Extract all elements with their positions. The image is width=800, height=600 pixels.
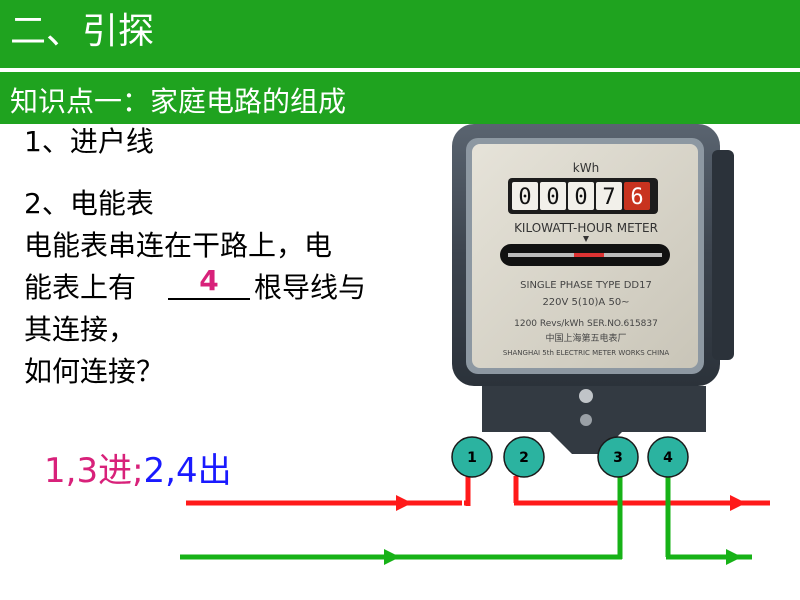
fill-blank: 4 — [168, 264, 250, 300]
text-line-3: 其连接， — [24, 313, 137, 346]
meter-spec: SINGLE PHASE TYPE DD17 — [520, 280, 652, 291]
page-title: 二、引探 — [10, 11, 155, 52]
terminal-2 — [503, 436, 545, 478]
text-line-1: 电能表串连在干路上，电 — [24, 229, 333, 262]
page-subtitle: 知识点一：家庭电路的组成 — [10, 85, 347, 118]
terminals: 1 2 3 4 — [451, 436, 689, 478]
counter-wheel — [624, 182, 650, 210]
rotor-arrow-icon — [583, 236, 589, 242]
connection-answer: 1,3进;2,4出 — [44, 450, 232, 492]
terminal-1-label: 1 — [467, 450, 477, 466]
blank-answer: 4 — [199, 264, 219, 297]
answer-in: 1,3进; — [44, 451, 144, 491]
green-wire-out-arrow-icon — [726, 549, 742, 565]
rotor-mark — [574, 253, 604, 257]
meter-revs: 1200 Revs/kWh SER.NO.615837 — [514, 319, 658, 329]
meter-rating: 220V 5(10)A 50~ — [542, 297, 629, 308]
title-band: 二、引探 — [0, 0, 800, 68]
terminal-block — [482, 386, 706, 454]
green-wire-arrow-icon — [384, 549, 400, 565]
counter-wheel — [540, 182, 566, 210]
meter-name: KILOWATT-HOUR METER — [514, 221, 658, 235]
terminal-1 — [451, 436, 493, 478]
item-meter: 2、电能表 — [24, 187, 154, 220]
meter-side — [712, 150, 734, 360]
subtitle-band: 知识点一：家庭电路的组成 — [0, 72, 800, 124]
seal-screw-icon — [579, 389, 593, 403]
text-line-2-end: 根导线与 — [254, 271, 367, 304]
counter-wheel — [568, 182, 594, 210]
terminal-3 — [597, 436, 639, 478]
counter-digit: 6 — [630, 185, 643, 210]
meter-maker-en: SHANGHAI 5th ELECTRIC METER WORKS CHINA — [503, 349, 670, 357]
red-wire-arrow-icon — [396, 495, 412, 511]
wiring — [180, 476, 770, 565]
counter-digit: 0 — [574, 185, 587, 210]
answer-out: 2,4出 — [143, 451, 232, 491]
text-line-2-start: 能表上有 — [24, 271, 137, 304]
counter-digit: 7 — [602, 185, 615, 210]
terminal-4-label: 4 — [663, 450, 673, 466]
terminal-2-label: 2 — [519, 450, 529, 466]
counter-digit: 0 — [546, 185, 559, 210]
item-incoming-line: 1、进户线 — [24, 125, 154, 158]
terminal-4 — [647, 436, 689, 478]
counter-wheel — [596, 182, 622, 210]
meter-unit: kWh — [573, 161, 599, 175]
cover-screw-icon — [580, 414, 592, 426]
text-line-4: 如何连接？ — [24, 355, 165, 388]
meter-maker-cn: 中国上海第五电表厂 — [545, 332, 626, 344]
counter-wheel — [512, 182, 538, 210]
counter-digit: 0 — [518, 185, 531, 210]
red-wire-out-arrow-icon — [730, 495, 746, 511]
terminal-3-label: 3 — [613, 450, 623, 466]
